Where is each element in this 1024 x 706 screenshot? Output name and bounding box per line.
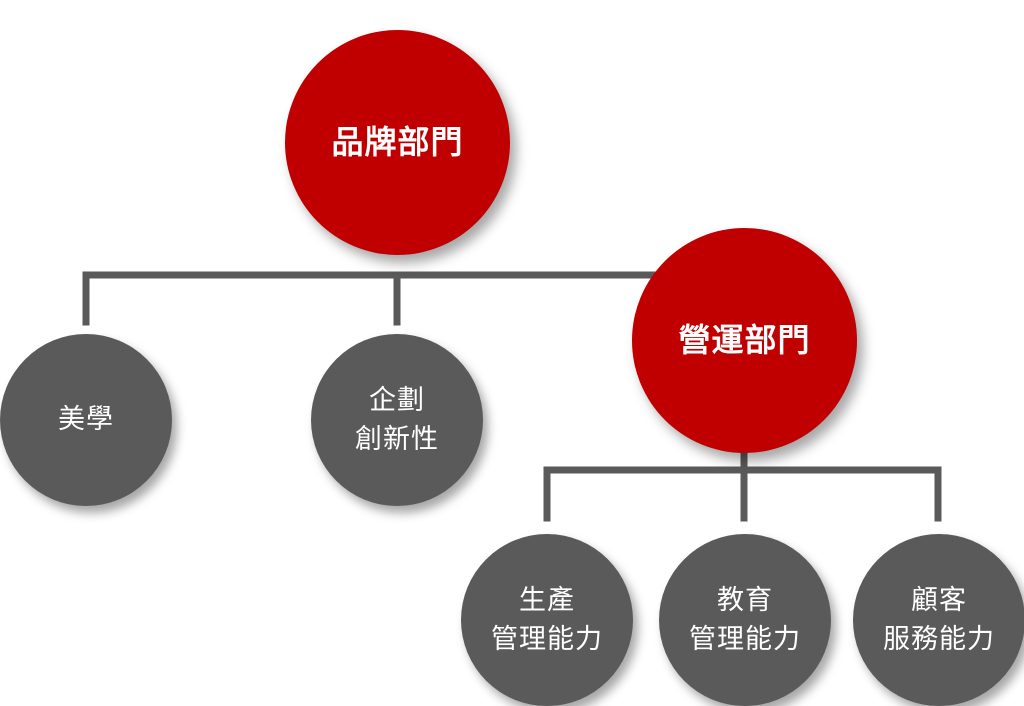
planning-label-line1: 企劃 <box>369 384 425 416</box>
customer-label-line2: 服務能力 <box>883 624 995 655</box>
education-label-line1: 教育 <box>717 584 773 616</box>
customer-service-node: 顧客 服務能力 <box>853 534 1024 706</box>
education-management-node: 教育 管理能力 <box>659 534 831 706</box>
production-label-line2: 管理能力 <box>491 624 603 655</box>
aesthetics-label: 美學 <box>58 404 114 436</box>
operations-department-label: 營運部門 <box>678 321 811 360</box>
education-label-line2: 管理能力 <box>689 624 801 655</box>
brand-department-label: 品牌部門 <box>331 123 464 162</box>
customer-label-line1: 顧客 <box>911 584 967 616</box>
operations-department-node: 營運部門 <box>632 228 857 453</box>
planning-innovation-node: 企劃 創新性 <box>311 334 483 506</box>
brand-department-node: 品牌部門 <box>285 30 510 255</box>
production-label-line1: 生產 <box>519 584 575 616</box>
aesthetics-node: 美學 <box>0 334 172 506</box>
planning-label-line2: 創新性 <box>355 424 439 455</box>
production-management-node: 生產 管理能力 <box>461 534 633 706</box>
